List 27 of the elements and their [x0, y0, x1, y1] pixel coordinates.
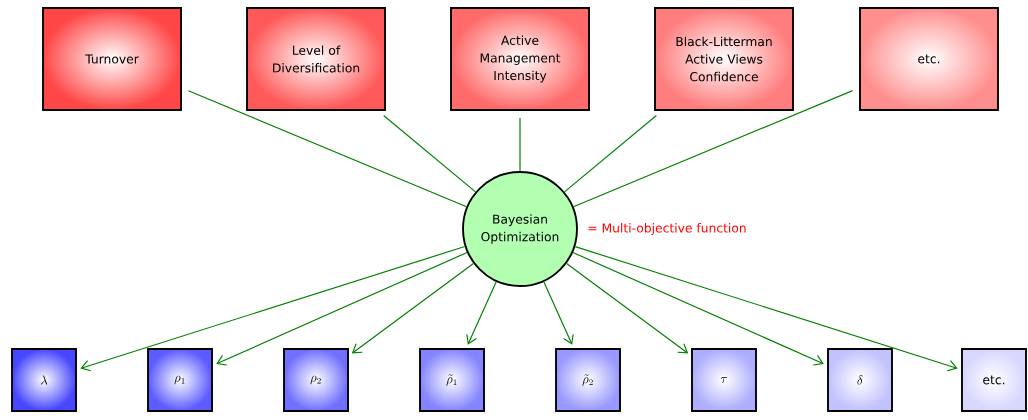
arrow	[572, 251, 824, 366]
arrow	[351, 262, 475, 354]
factor-box: Black-Litterman Active Views Confidence	[654, 7, 794, 111]
arrow	[566, 262, 689, 354]
connector-line	[519, 117, 521, 172]
arrow	[216, 251, 468, 366]
parameter-box: $\lambda$	[11, 348, 77, 412]
factor-box: Active Management Intensity	[450, 7, 590, 111]
parameter-box: $\tilde{\rho}_2$	[555, 348, 621, 412]
arrow	[543, 281, 574, 345]
parameter-box: $\tau$	[691, 348, 757, 412]
parameter-box: $\rho_1$	[147, 348, 213, 412]
factor-box: etc.	[859, 7, 999, 111]
connector-line	[572, 90, 854, 208]
arrow	[466, 281, 497, 345]
parameter-box: etc.	[961, 348, 1027, 412]
parameter-box: $\delta$	[827, 348, 893, 412]
factor-box: Level of Diversification	[246, 7, 386, 111]
parameter-box: $\tilde{\rho}_1$	[419, 348, 485, 412]
arrow	[80, 245, 466, 372]
connector-line	[187, 90, 468, 208]
factor-box: Turnover	[42, 7, 182, 111]
connector-line	[563, 114, 657, 193]
arrow	[574, 246, 958, 372]
parameter-box: $\rho_2$	[283, 348, 349, 412]
annotation-text: = Multi-objective function	[588, 223, 746, 235]
connector-line	[383, 114, 477, 193]
